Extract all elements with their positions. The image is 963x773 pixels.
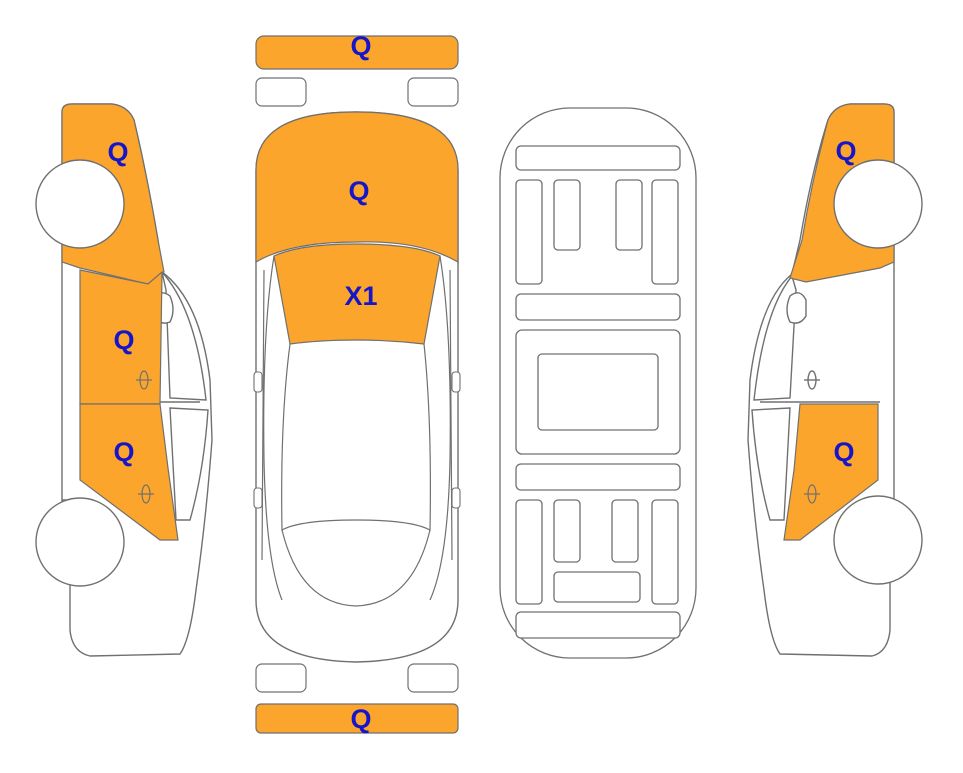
left-rear-door-panel: [79, 403, 179, 541]
left-front-door-handle: [136, 370, 152, 390]
front-bumper-panel: [255, 35, 459, 70]
label-front-bumper: Q: [350, 31, 371, 61]
left-front-door-panel: [79, 269, 163, 405]
label-rear-bumper: Q: [350, 704, 371, 734]
label-left-rear-door: Q: [113, 437, 134, 467]
label-right-front-fender: Q: [835, 136, 856, 166]
left-front-wheel: [35, 159, 125, 249]
top-left-mirror: [253, 371, 263, 393]
right-rear-door-handle: [804, 484, 820, 504]
underbody-view: [499, 107, 697, 659]
rear-bumper-panel: [255, 703, 459, 734]
left-rear-wheel: [35, 497, 125, 587]
label-left-front-door: Q: [113, 325, 134, 355]
right-headlight: [407, 77, 459, 107]
top-right-rear-handle: [451, 487, 461, 509]
left-window-outline: [160, 269, 207, 401]
left-taillight: [255, 663, 307, 693]
left-headlight: [255, 77, 307, 107]
hood-panel: [255, 111, 459, 264]
right-rear-window-outline: [751, 407, 791, 521]
right-rear-door-panel: [783, 403, 879, 541]
top-left-rear-handle: [253, 487, 263, 509]
top-right-mirror: [451, 371, 461, 393]
right-rear-wheel: [833, 495, 923, 585]
left-rear-door-handle: [138, 484, 154, 504]
top-cabin-lines: [261, 255, 453, 607]
right-window-outline: [753, 274, 797, 401]
right-taillight: [407, 663, 459, 693]
label-hood: Q: [348, 176, 369, 206]
right-front-wheel: [833, 159, 923, 249]
label-right-rear-door: Q: [833, 437, 854, 467]
left-rear-window-outline: [169, 407, 209, 521]
label-windshield: X1: [344, 281, 377, 311]
right-front-door-handle: [804, 370, 820, 390]
damage-labels: Q Q X1 Q Q Q Q Q Q: [107, 31, 856, 734]
right-mirror: [786, 292, 807, 324]
label-left-front-fender: Q: [107, 137, 128, 167]
